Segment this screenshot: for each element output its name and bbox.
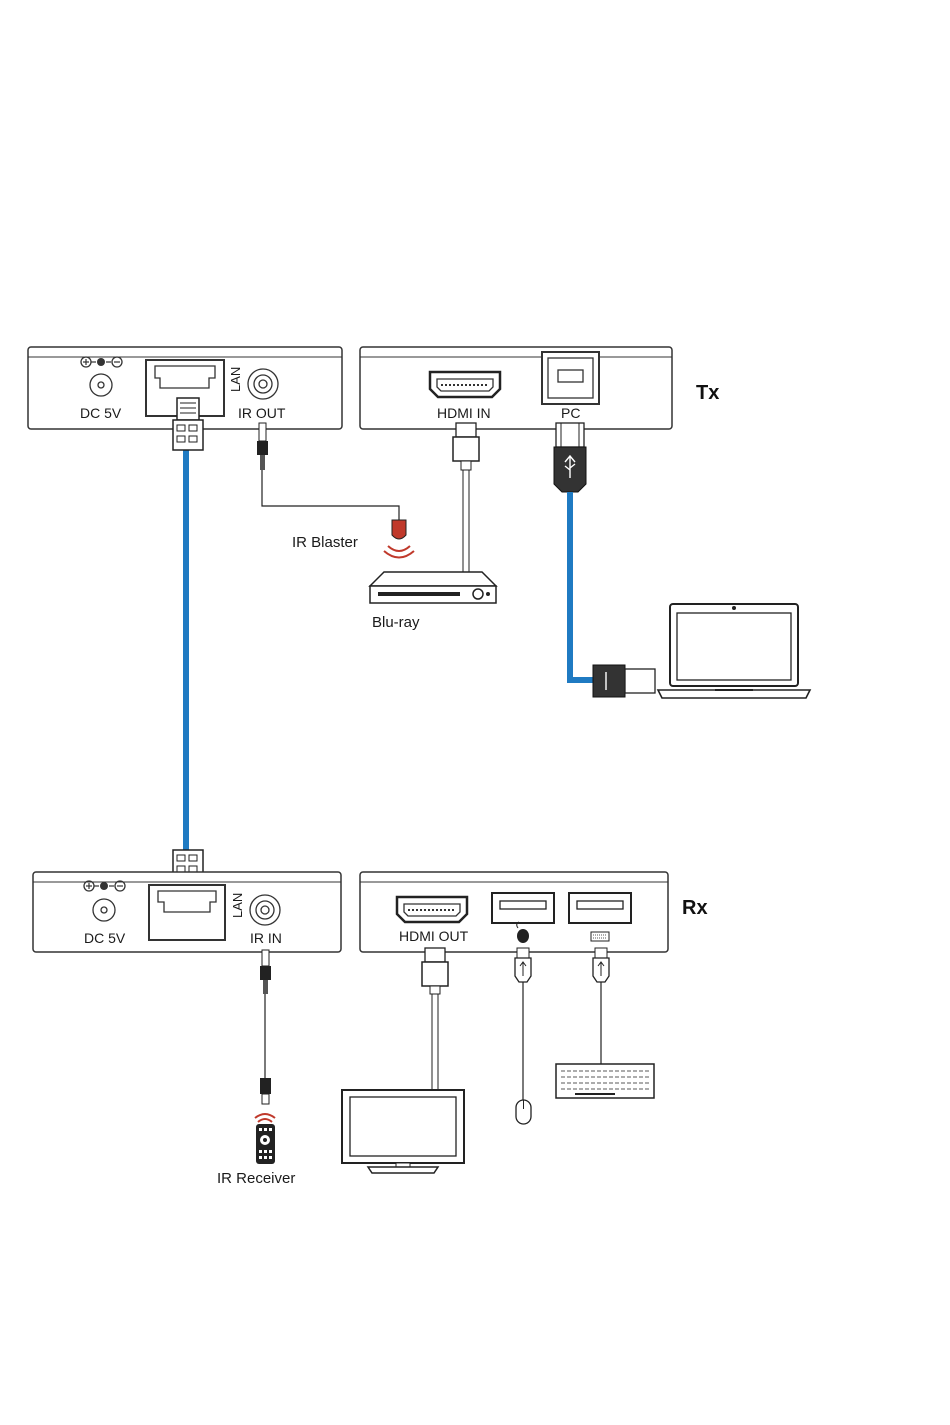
- keyboard-icon: [591, 932, 609, 941]
- tx-right-panel: HDMI IN PC: [360, 347, 672, 429]
- rx-power-label: DC 5V: [84, 930, 126, 946]
- rx-left-panel: DC 5V LAN IR IN: [33, 872, 341, 952]
- bluray-player-icon: [370, 572, 496, 603]
- monitor-icon: [342, 1090, 464, 1173]
- tx-ir-port-label: IR OUT: [238, 405, 286, 421]
- rj45-plug-top: [173, 398, 203, 450]
- usb-cable-keyboard: [593, 948, 609, 1064]
- tx-hdmi-port-label: HDMI IN: [437, 405, 491, 421]
- hdmi-port-icon: [397, 897, 467, 922]
- usb-cable-mouse: [515, 948, 531, 1100]
- blu-ray-label: Blu-ray: [372, 614, 420, 631]
- usb-cable-tx: [554, 423, 655, 697]
- ir-blaster-label: IR Blaster: [292, 534, 358, 551]
- rx-badge: Rx: [682, 897, 708, 919]
- tx-badge: Tx: [696, 382, 719, 404]
- ir-receiver-cable: [255, 950, 275, 1122]
- rj45-port-icon: [149, 885, 225, 940]
- usb-a-port-icon: [569, 893, 631, 923]
- network-cable: [173, 398, 203, 902]
- rx-hdmi-port-label: HDMI OUT: [399, 928, 469, 944]
- rx-right-panel: HDMI OUT: [360, 872, 668, 952]
- tx-power-label: DC 5V: [80, 405, 122, 421]
- rx-lan-label: LAN: [230, 893, 245, 918]
- usb-a-port-icon: [492, 893, 554, 923]
- keyboard-icon: [556, 1064, 654, 1098]
- rx-ir-port-label: IR IN: [250, 930, 282, 946]
- hdmi-cable-tx: [453, 423, 479, 573]
- remote-icon: [256, 1124, 275, 1164]
- hdmi-cable-rx: [422, 948, 448, 1090]
- laptop-icon: [658, 604, 810, 698]
- tx-usb-port-label: PC: [561, 405, 580, 421]
- ir-receiver-label: IR Receiver: [217, 1170, 295, 1187]
- usb-b-port-icon: [542, 352, 599, 404]
- mouse-icon: [516, 1100, 531, 1124]
- hdmi-port-icon: [430, 372, 500, 397]
- tx-lan-label: LAN: [228, 367, 243, 392]
